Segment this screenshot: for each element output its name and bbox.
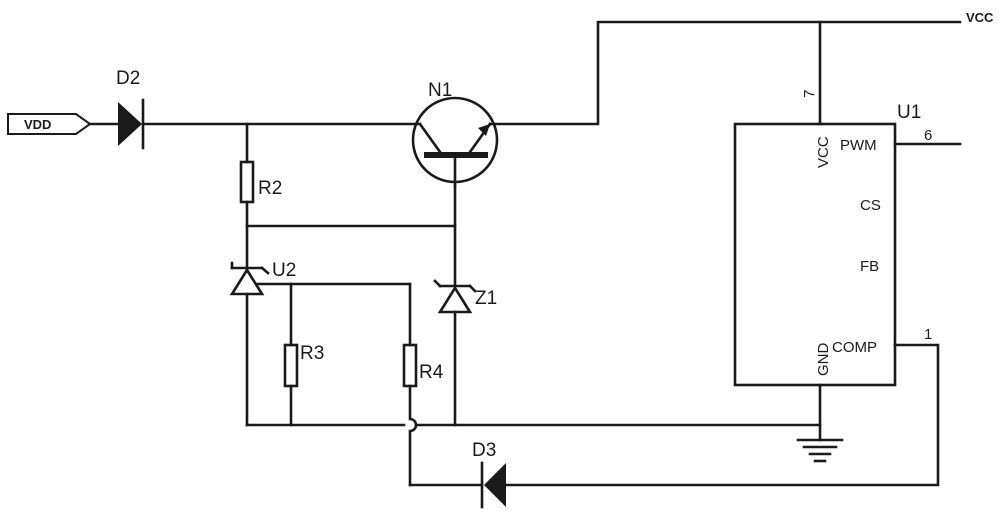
resistor-r2: R2 — [239, 160, 282, 204]
vdd-port: VDD — [7, 113, 92, 135]
diode-d3: D3 — [472, 440, 506, 509]
diode-d2: D2 — [116, 68, 145, 150]
resistor-r3: R3 — [283, 343, 324, 388]
transistor-n1: N1 — [411, 80, 499, 188]
ic-u1: U1 VCC PWM CS FB COMP GND — [733, 102, 921, 387]
pin-number-7: 7 — [801, 90, 818, 98]
regulator-u2-label: U2 — [272, 260, 296, 281]
resistor-r3-label: R3 — [300, 343, 324, 364]
ground-icon — [796, 438, 844, 463]
u1-pin-comp: COMP — [832, 339, 877, 356]
ic-u1-label: U1 — [897, 102, 921, 123]
u1-pin-pwm: PWM — [840, 137, 877, 154]
diode-d2-label: D2 — [116, 68, 140, 89]
vcc-net-label: VCC — [966, 10, 994, 25]
zener-z1: Z1 — [433, 279, 497, 314]
u1-pin-vcc: VCC — [815, 136, 832, 168]
zener-z1-label: Z1 — [475, 288, 497, 309]
u1-pin-cs: CS — [860, 197, 881, 214]
u1-pin-fb: FB — [860, 258, 879, 275]
regulator-u2: U2 — [229, 260, 296, 296]
resistor-r2-label: R2 — [258, 178, 282, 199]
vdd-port-label: VDD — [24, 117, 51, 132]
wire-r4-crossover — [408, 384, 418, 487]
resistor-r4: R4 — [402, 343, 444, 388]
wire-vcc-rail — [488, 20, 962, 126]
pin-number-1: 1 — [924, 326, 932, 343]
pin-number-6: 6 — [924, 127, 932, 144]
resistor-r4-label: R4 — [419, 362, 444, 383]
diode-d3-label: D3 — [472, 440, 496, 461]
u1-pin-gnd: GND — [815, 343, 832, 377]
transistor-n1-label: N1 — [428, 80, 452, 101]
wire-comp-return — [503, 343, 940, 487]
